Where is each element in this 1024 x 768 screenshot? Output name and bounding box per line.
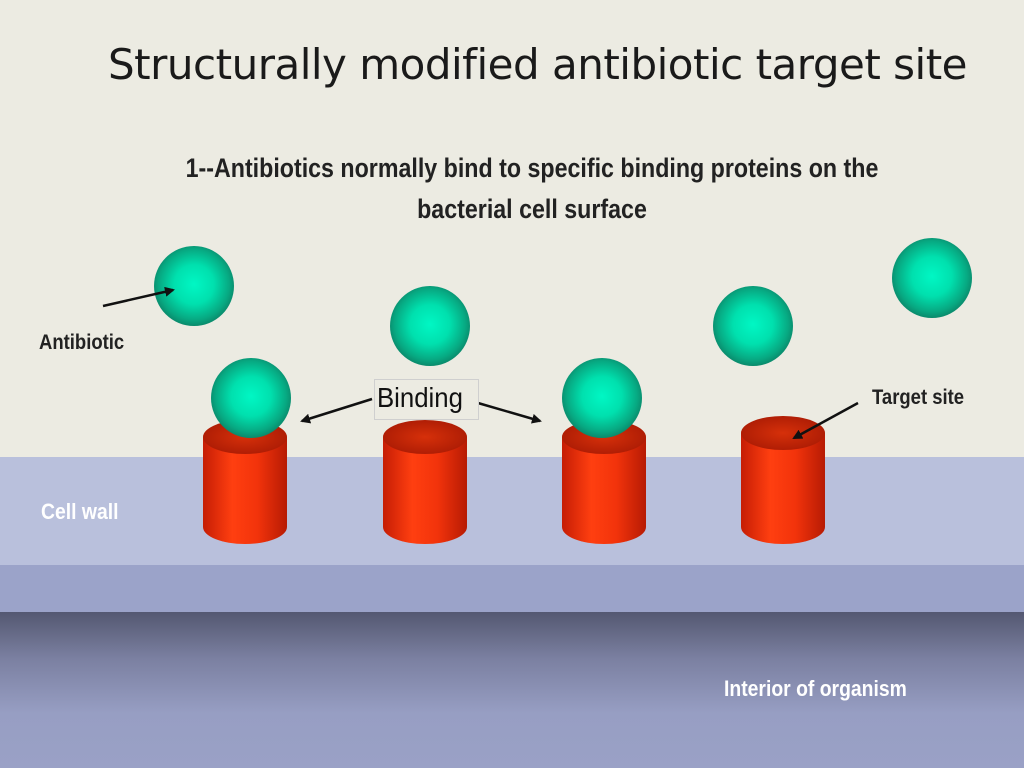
slide-title: Structurally modified antibiotic target … xyxy=(108,40,968,89)
subtitle-line-1: 1--Antibiotics normally bind to specific… xyxy=(185,153,879,183)
binding-arrow-right xyxy=(477,401,542,424)
target-site-cylinder-3 xyxy=(562,420,646,544)
extracellular-region xyxy=(0,0,1024,457)
target-site-arrow xyxy=(792,401,859,440)
target-site-cylinder-2 xyxy=(383,420,467,544)
antibiotic-sphere-bound-2 xyxy=(562,358,642,438)
subtitle-line-2: bacterial cell surface xyxy=(417,194,647,224)
antibiotic-sphere-free-1 xyxy=(154,246,234,326)
interior-region xyxy=(0,612,1024,768)
target-site-label: Target site xyxy=(872,386,965,409)
cell-wall-label: Cell wall xyxy=(41,499,119,524)
target-site-cylinder-1 xyxy=(203,420,287,544)
cell-wall-lower-band xyxy=(0,565,1024,612)
slide-subtitle: 1--Antibiotics normally bind to specific… xyxy=(152,148,912,230)
target-site-cylinder-4 xyxy=(741,416,825,544)
cell-wall-band xyxy=(0,457,1024,565)
interior-label: Interior of organism xyxy=(724,676,907,701)
binding-label: Binding xyxy=(377,382,463,413)
antibiotic-label: Antibiotic xyxy=(39,331,125,354)
antibiotic-sphere-free-2 xyxy=(390,286,470,366)
binding-arrow-left xyxy=(300,397,373,424)
antibiotic-sphere-bound-1 xyxy=(211,358,291,438)
antibiotic-sphere-free-3 xyxy=(713,286,793,366)
antibiotic-sphere-free-4 xyxy=(892,238,972,318)
binding-label-box xyxy=(374,379,479,420)
antibiotic-arrow xyxy=(102,286,175,308)
